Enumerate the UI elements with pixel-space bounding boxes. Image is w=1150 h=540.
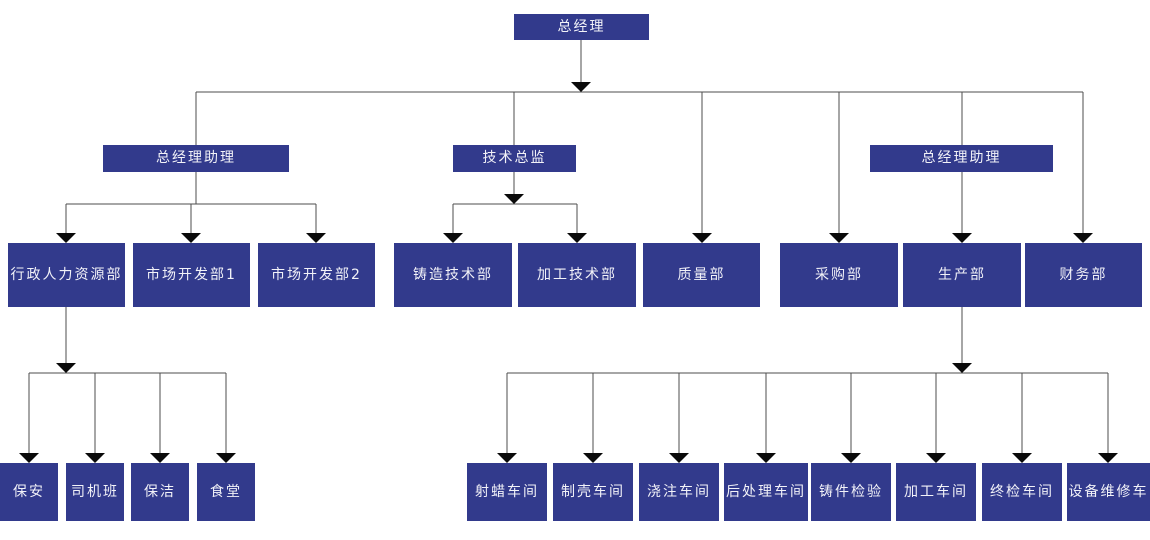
org-node-technical-director: 技术总监 xyxy=(453,145,576,172)
org-node-shell-making-workshop: 制壳车间 xyxy=(553,463,633,521)
arrowhead-down-icon xyxy=(669,453,689,463)
org-node-casting-inspection: 铸件检验 xyxy=(811,463,891,521)
org-node-casting-tech-dept: 铸造技术部 xyxy=(394,243,512,307)
arrowhead-down-icon xyxy=(926,453,946,463)
arrowhead-down-icon xyxy=(1073,233,1093,243)
arrowhead-down-icon xyxy=(1098,453,1118,463)
org-node-market-dev-dept-1: 市场开发部1 xyxy=(133,243,250,307)
org-node-cleaning-team: 保洁 xyxy=(131,463,189,521)
arrowhead-down-icon xyxy=(306,233,326,243)
arrowhead-down-icon xyxy=(952,363,972,373)
org-node-pouring-workshop: 浇注车间 xyxy=(639,463,719,521)
arrowhead-down-icon xyxy=(181,233,201,243)
arrowhead-down-icon xyxy=(756,453,776,463)
org-node-market-dev-dept-2: 市场开发部2 xyxy=(258,243,375,307)
arrowhead-down-icon xyxy=(583,453,603,463)
arrowhead-down-icon xyxy=(504,194,524,204)
arrowhead-down-icon xyxy=(19,453,39,463)
org-node-gm-assistant-right: 总经理助理 xyxy=(870,145,1053,172)
arrowhead-down-icon xyxy=(952,233,972,243)
org-node-machining-workshop: 加工车间 xyxy=(896,463,976,521)
org-node-equipment-maintenance: 设备维修车 xyxy=(1067,463,1150,521)
org-node-final-inspection-workshop: 终检车间 xyxy=(982,463,1062,521)
org-node-purchasing-dept: 采购部 xyxy=(780,243,898,307)
arrowhead-down-icon xyxy=(56,363,76,373)
arrowhead-down-icon xyxy=(571,82,591,92)
arrowhead-down-icon xyxy=(216,453,236,463)
org-node-wax-injection-workshop: 射蜡车间 xyxy=(467,463,547,521)
org-node-production-dept: 生产部 xyxy=(903,243,1021,307)
org-node-admin-hr-dept: 行政人力资源部 xyxy=(8,243,125,307)
org-node-finance-dept: 财务部 xyxy=(1025,243,1142,307)
arrowhead-down-icon xyxy=(841,453,861,463)
arrowhead-down-icon xyxy=(692,233,712,243)
arrowhead-down-icon xyxy=(567,233,587,243)
arrowhead-down-icon xyxy=(443,233,463,243)
org-node-post-processing-workshop: 后处理车间 xyxy=(724,463,808,521)
org-node-security-team: 保安 xyxy=(0,463,58,521)
org-node-quality-dept: 质量部 xyxy=(643,243,760,307)
arrowhead-down-icon xyxy=(1012,453,1032,463)
arrowhead-down-icon xyxy=(56,233,76,243)
org-node-canteen: 食堂 xyxy=(197,463,255,521)
org-node-gm-assistant-left: 总经理助理 xyxy=(103,145,289,172)
org-node-driver-team: 司机班 xyxy=(66,463,124,521)
arrowhead-down-icon xyxy=(497,453,517,463)
arrowhead-down-icon xyxy=(85,453,105,463)
org-node-general-manager: 总经理 xyxy=(514,14,649,40)
arrowhead-down-icon xyxy=(829,233,849,243)
arrowhead-down-icon xyxy=(150,453,170,463)
org-node-machining-tech-dept: 加工技术部 xyxy=(518,243,636,307)
